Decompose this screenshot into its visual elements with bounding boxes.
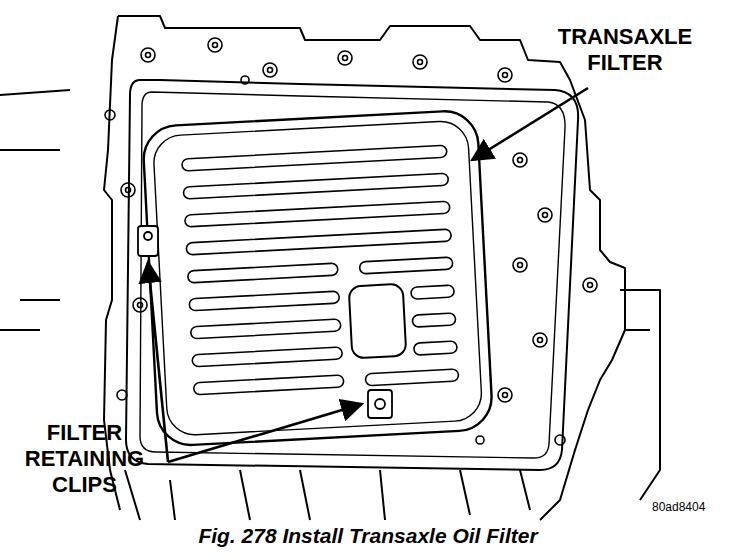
figure-caption: Fig. 278 Install Transaxle Oil Filter — [0, 524, 736, 549]
lower-case — [125, 470, 530, 520]
pan-flange-inner — [140, 92, 565, 458]
part-label: TRANSAXLE FILTER — [540, 24, 710, 76]
retaining-clip — [138, 226, 392, 418]
transaxle-filter — [142, 110, 493, 447]
case-outline — [118, 16, 625, 520]
part-label: FILTER RETAINING CLIPS — [12, 420, 157, 498]
case-edge — [0, 90, 660, 500]
figure-code: 80ad8404 — [652, 500, 732, 514]
pan-flange — [126, 80, 578, 470]
leader-arrow — [148, 88, 588, 462]
